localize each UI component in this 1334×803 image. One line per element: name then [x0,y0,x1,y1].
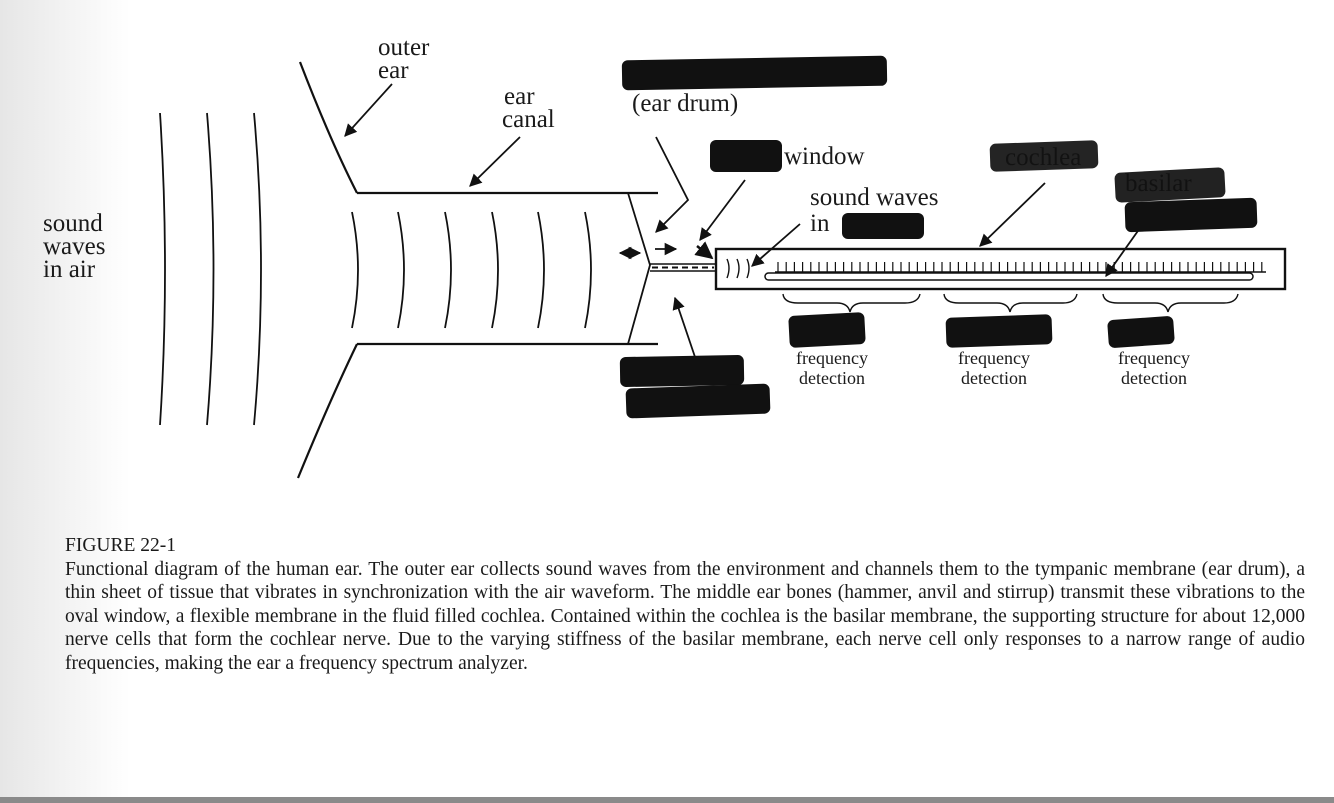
redaction-mark [945,314,1053,348]
canal-wave-6 [584,211,592,329]
bottom-border [0,797,1334,803]
canal-wave-4 [491,211,499,329]
fluid-wave-1 [726,258,730,279]
figure-number: FIGURE 22-1 [65,535,177,556]
frequency-brace-3 [1102,293,1239,313]
fluid-arrow [751,223,801,267]
frequency-brace-2 [943,293,1078,313]
air-wave-2 [206,112,215,426]
oval-window-arrow [699,179,746,242]
redaction-mark [1124,197,1258,233]
outer-ear-label-line1: outer [378,34,430,61]
redaction-mark [788,312,866,348]
frequency-label-2: frequency detection [958,348,1030,388]
air-wave-3 [253,112,262,426]
ear-drum-label: (ear drum) [632,90,739,117]
frequency-label-3-line1: frequency [1118,348,1190,368]
basilar-membrane [764,272,1254,281]
frequency-label-2-line2: detection [960,368,1027,388]
redaction-mark [842,213,924,239]
frequency-label-3: frequency detection [1118,348,1190,388]
canal-wave-2 [397,211,405,329]
ear-canal-label-line2: canal [502,106,555,133]
basilar-arrow [1105,227,1141,278]
frequency-brace-1 [782,293,921,313]
ear-canal-arrow [469,136,521,187]
in-fluid-label: in [810,210,830,237]
sound-waves-air-line3: in air [43,256,96,283]
ear-canal-label: ear canal [502,83,555,133]
sound-waves-air-label: sound waves in air [43,210,106,283]
ear-diagram [159,61,1287,479]
redaction-mark [621,55,888,91]
frequency-label-3-line2: detection [1120,368,1187,388]
air-wave-1 [159,112,166,426]
fluid-wave-3 [746,258,750,279]
cochlea-arrow [979,182,1046,247]
redaction-mark [710,140,782,172]
outer-ear-label: outer ear [378,34,430,84]
nerve-cell-ticks [777,262,1263,272]
caption-text: Functional diagram of the human ear. The… [65,558,1305,674]
canal-wave-1 [351,211,359,329]
outer-ear-arrow [344,83,393,137]
oval-window-label: window [784,143,865,170]
canal-wave-3 [444,211,452,329]
outer-ear-label-line2: ear [378,57,409,84]
canal-wave-5 [537,211,545,329]
frequency-label-2-line1: frequency [958,348,1030,368]
outer-ear-top [298,61,358,194]
frequency-label-1-line1: frequency [796,348,868,368]
sound-waves-fluid-label: sound waves [810,184,939,211]
ear-canal-label-line1: ear [504,83,535,110]
fluid-wave-2 [736,258,740,279]
ear-drum-arrow [655,136,690,233]
ear-drum-shape [627,192,651,345]
redaction-mark [1107,315,1175,349]
frequency-label-1-line2: detection [798,368,865,388]
sound-waves-air-line2: waves [43,233,106,260]
middle-ear-bones-arrow [672,296,696,358]
redaction-mark [619,354,745,388]
cochlea-tube [714,247,1287,291]
outer-ear-bottom [296,343,358,479]
redaction-mark [625,383,771,419]
figure-caption: FIGURE 22-1 Functional diagram of the hu… [65,534,1305,675]
redaction-mark [1114,167,1226,203]
sound-waves-air-line1: sound [43,210,103,237]
redaction-mark [989,140,1099,172]
stirrup-arrow [694,241,714,260]
frequency-label-1: frequency detection [796,348,868,388]
